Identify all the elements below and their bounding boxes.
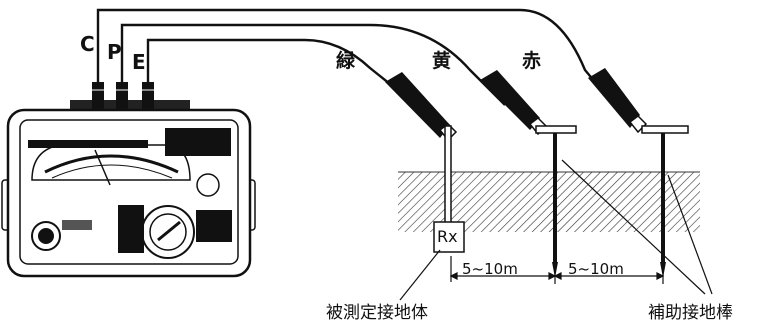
probe-clip-red <box>588 68 648 134</box>
auxiliary-electrodes-label: 補助接地棒 <box>648 303 733 323</box>
probe-label-yellow: 黄 <box>432 50 452 72</box>
measured-object-label: 被測定接地体 <box>326 303 428 323</box>
distance-label-1: 5~10m <box>462 260 518 278</box>
measured-earth-rod <box>433 125 465 253</box>
probe-clip-yellow <box>480 70 548 136</box>
test-cables <box>96 8 611 106</box>
auxiliary-spike-p <box>535 125 577 278</box>
push-button-knob <box>31 220 92 251</box>
status-panel <box>165 128 231 197</box>
terminal-label-p: P <box>107 40 122 64</box>
probe-label-red: 赤 <box>522 50 542 72</box>
distance-label-2: 5~10m <box>568 260 624 278</box>
distance-dimension <box>449 256 665 284</box>
cable-e <box>146 38 411 101</box>
terminal-label-c: C <box>80 32 95 56</box>
terminal-label-e: E <box>132 50 146 74</box>
leader-lines <box>399 159 713 301</box>
earth-resistance-tester <box>1 82 256 278</box>
probe-label-green: 緑 <box>336 50 356 72</box>
rx-label: Rx <box>437 227 458 246</box>
cable-p <box>120 23 506 106</box>
cable-c <box>96 8 611 101</box>
terminal-posts <box>92 82 154 110</box>
range-selector-knob <box>118 205 232 259</box>
